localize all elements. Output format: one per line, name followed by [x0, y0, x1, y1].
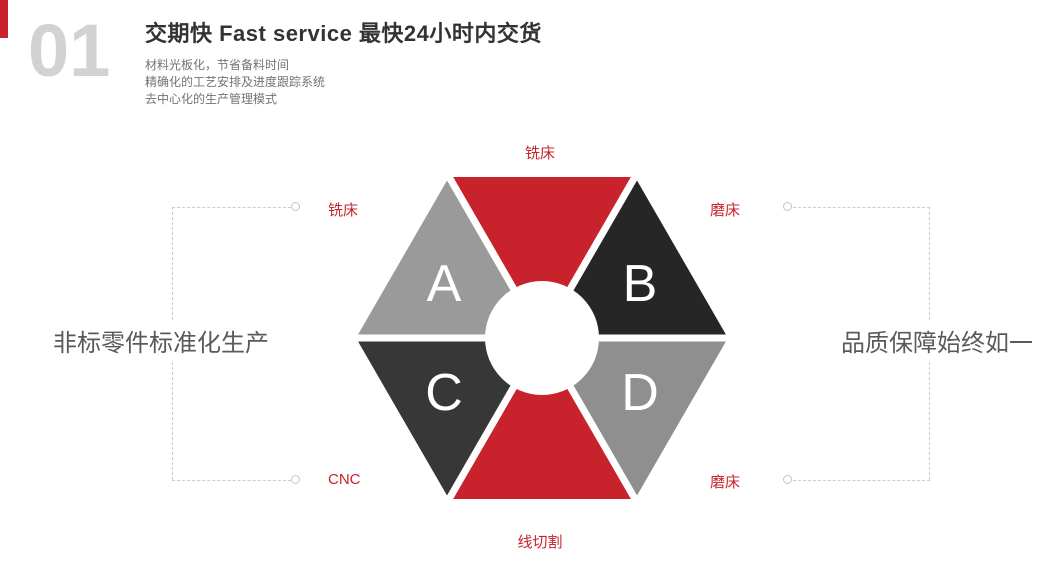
- segment-letter-a: A: [427, 255, 462, 313]
- segment-letter-c: C: [425, 364, 463, 422]
- segment-label-top-right: 磨床: [710, 202, 741, 219]
- connector-dot: [291, 202, 300, 211]
- feature-lines: 材料光板化，节省备料时间 精确化的工艺安排及进度跟踪系统 去中心化的生产管理模式: [145, 57, 542, 108]
- right-caption: 品质保障始终如一: [838, 321, 1036, 360]
- connector-dot: [783, 202, 792, 211]
- segment-label-bottom-left: CNC: [328, 471, 361, 488]
- connector-dot: [291, 475, 300, 484]
- hexagon-diagram: A B C D: [348, 170, 736, 506]
- left-caption: 非标零件标准化生产: [50, 321, 272, 360]
- feature-line: 精确化的工艺安排及进度跟踪系统: [145, 75, 326, 89]
- segment-letter-b: B: [623, 255, 658, 313]
- connector-line: [172, 207, 291, 208]
- segment-label-top-left: 铣床: [328, 202, 359, 219]
- section-title: 交期快 Fast service 最快24小时内交货: [145, 21, 542, 46]
- segment-letter-d: D: [621, 364, 659, 422]
- connector-line: [172, 480, 291, 481]
- segment-label-top: 铣床: [524, 145, 555, 162]
- segment-label-bottom-right: 磨床: [710, 474, 741, 491]
- center-circle: [485, 281, 599, 395]
- connector-line: [793, 480, 930, 481]
- feature-line: 材料光板化，节省备料时间: [145, 58, 290, 72]
- section-number: 01: [28, 9, 111, 92]
- accent-bar: [0, 0, 8, 38]
- feature-line: 去中心化的生产管理模式: [145, 92, 278, 106]
- segment-label-bottom: 线切割: [517, 534, 563, 551]
- connector-line: [793, 207, 930, 208]
- segment-top-left-triangle: [348, 170, 546, 342]
- connector-dot: [783, 475, 792, 484]
- header: 交期快 Fast service 最快24小时内交货 材料光板化，节省备料时间 …: [145, 16, 542, 108]
